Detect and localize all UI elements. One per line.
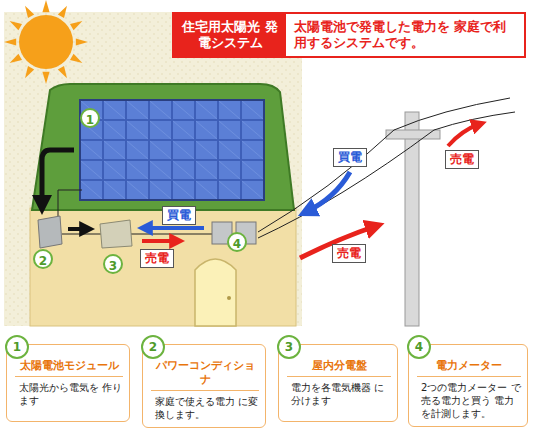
utility-pole (405, 112, 419, 326)
buy-arrow (306, 172, 350, 212)
callout-number: 1 (80, 108, 100, 128)
flow-arrow (42, 150, 74, 206)
house-wall (30, 208, 296, 326)
sun-ray (58, 66, 67, 78)
card-body: 電力を各電気機器 に分けます (287, 381, 391, 407)
buy-label: 買電 (162, 206, 196, 225)
callout-number: 4 (227, 232, 247, 252)
card-heading: 電力メーター (417, 359, 521, 377)
roof (32, 84, 294, 210)
header-title: 住宅用太陽光 発電システム (174, 14, 286, 56)
sun (4, 0, 88, 84)
callout-number: 4 (407, 335, 431, 359)
card-heading: 屋内分電盤 (287, 359, 391, 377)
backdrop (4, 12, 302, 326)
sun-ray (42, 72, 49, 84)
power-line (258, 130, 434, 238)
power-line (394, 98, 510, 130)
sun-ray (58, 6, 67, 18)
sun-ray (4, 38, 16, 45)
callout-number: 3 (103, 254, 123, 274)
sun-ray (25, 6, 34, 18)
sun-ray (10, 21, 22, 30)
buy-arrow (144, 226, 204, 230)
card-body: 太陽光から電気を 作ります (15, 381, 123, 407)
sell-label: 売電 (332, 244, 366, 263)
info-card: 4電力メーター2つの電力メーター で売る電力と買う 電力を計測します。 (408, 344, 528, 427)
card-heading: パワーコンディショナ (151, 359, 259, 391)
door (195, 259, 236, 326)
callout-number: 1 (5, 335, 29, 359)
solar-panel (80, 100, 264, 200)
card-body: 2つの電力メーター で売る電力と買う 電力を計測します。 (417, 381, 521, 420)
sell-arrow (142, 239, 178, 243)
sun-ray (76, 38, 88, 45)
sun-ray (10, 54, 22, 63)
wire (58, 190, 82, 218)
sell-label: 売電 (140, 249, 174, 268)
header-subtitle: 太陽電池で発電した電力を 家庭で利用するシステムです。 (286, 14, 524, 56)
header-box: 住宅用太陽光 発電システム太陽電池で発電した電力を 家庭で利用するシステムです。 (172, 12, 526, 58)
sun-ray (25, 66, 34, 78)
info-card: 1太陽電池モジュール太陽光から電気を 作ります (6, 344, 130, 422)
callout-number: 2 (33, 249, 53, 269)
sell-label: 売電 (445, 150, 479, 169)
buy-label: 買電 (333, 148, 367, 167)
card-heading: 太陽電池モジュール (15, 359, 123, 377)
sun-ray (70, 54, 82, 63)
info-card: 3屋内分電盤電力を各電気機器 に分けます (278, 344, 398, 422)
flow-arrow (68, 227, 88, 231)
callout-number: 2 (141, 335, 165, 359)
callout-number: 3 (277, 335, 301, 359)
sun-ray (42, 0, 49, 12)
power-line (258, 130, 394, 232)
distribution-board (100, 220, 132, 248)
card-body: 家庭で使える電力 に変換します。 (151, 395, 259, 421)
power-conditioner (38, 216, 62, 248)
door-knob (227, 296, 231, 300)
wire (62, 234, 212, 235)
sell-arrow (448, 124, 480, 146)
sun-ray (70, 21, 82, 30)
info-card: 2パワーコンディショナ家庭で使える電力 に変換します。 (142, 344, 266, 428)
